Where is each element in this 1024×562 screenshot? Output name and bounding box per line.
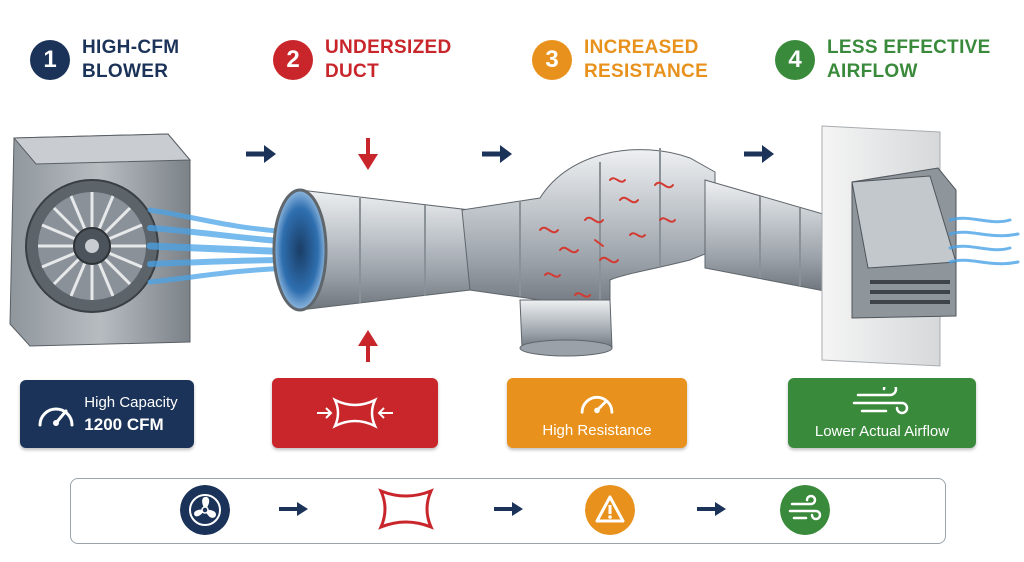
high-capacity-card: High Capacity 1200 CFM xyxy=(20,380,194,448)
step-4-number: 4 xyxy=(775,40,815,80)
step-4-title-line2: AIRFLOW xyxy=(827,61,918,82)
summary-arrow-3-icon xyxy=(697,502,726,516)
flow-arrow-2-icon xyxy=(482,145,512,163)
duct-system-illustration xyxy=(9,125,1020,367)
step-1-number: 1 xyxy=(30,40,70,80)
step-2-title-line2: DUCT xyxy=(325,61,379,82)
step-3-title-line2: RESISTANCE xyxy=(584,61,709,82)
constriction-arrows xyxy=(358,138,378,362)
blower-unit xyxy=(9,133,192,347)
high-resistance-label: High Resistance xyxy=(542,421,652,439)
fan-icon xyxy=(180,485,230,535)
constriction-icon xyxy=(378,488,434,530)
step-1-header: 1 HIGH-CFM BLOWER xyxy=(30,36,179,84)
wall-vent xyxy=(821,125,957,367)
airflow-streams-exit xyxy=(948,216,1020,266)
step-3-header: 3 INCREASED RESISTANCE xyxy=(532,36,708,84)
cfm-value: 1200 CFM xyxy=(84,414,164,434)
lower-airflow-label: Lower Actual Airflow xyxy=(814,422,950,440)
step-4-header: 4 LESS EFFECTIVE AIRFLOW xyxy=(775,36,991,84)
step-1-title-line1: HIGH-CFM xyxy=(82,37,180,58)
summary-arrow-2-icon xyxy=(494,502,523,516)
step-3-title: INCREASED RESISTANCE xyxy=(584,36,708,84)
lower-airflow-card: Lower Actual Airflow xyxy=(788,378,976,448)
step-3-title-line1: INCREASED xyxy=(584,37,699,58)
undersized-duct xyxy=(272,148,831,357)
constriction-icon xyxy=(317,397,393,429)
step-2-title: UNDERSIZED DUCT xyxy=(325,36,452,84)
step-1-title-line2: BLOWER xyxy=(82,61,169,82)
summary-arrow-1-icon xyxy=(279,502,308,516)
wind-icon xyxy=(780,485,830,535)
wind-icon xyxy=(852,386,909,414)
high-capacity-label: High Capacity xyxy=(84,393,178,411)
gauge-icon xyxy=(38,407,74,427)
step-2-title-line1: UNDERSIZED xyxy=(325,37,452,58)
constriction-card xyxy=(272,378,438,448)
step-2-number: 2 xyxy=(273,40,313,80)
flow-arrow-1-icon xyxy=(246,145,276,163)
turbulence-marks xyxy=(539,177,676,298)
step-1-title: HIGH-CFM BLOWER xyxy=(82,36,179,84)
gauge-icon xyxy=(580,395,614,414)
flow-arrow-3-icon xyxy=(744,145,774,163)
step-3-number: 3 xyxy=(532,40,572,80)
step-4-title: LESS EFFECTIVE AIRFLOW xyxy=(827,36,991,84)
high-resistance-card: High Resistance xyxy=(507,378,687,448)
step-2-header: 2 UNDERSIZED DUCT xyxy=(273,36,452,84)
step-4-title-line1: LESS EFFECTIVE xyxy=(827,37,991,58)
warning-icon xyxy=(585,485,635,535)
